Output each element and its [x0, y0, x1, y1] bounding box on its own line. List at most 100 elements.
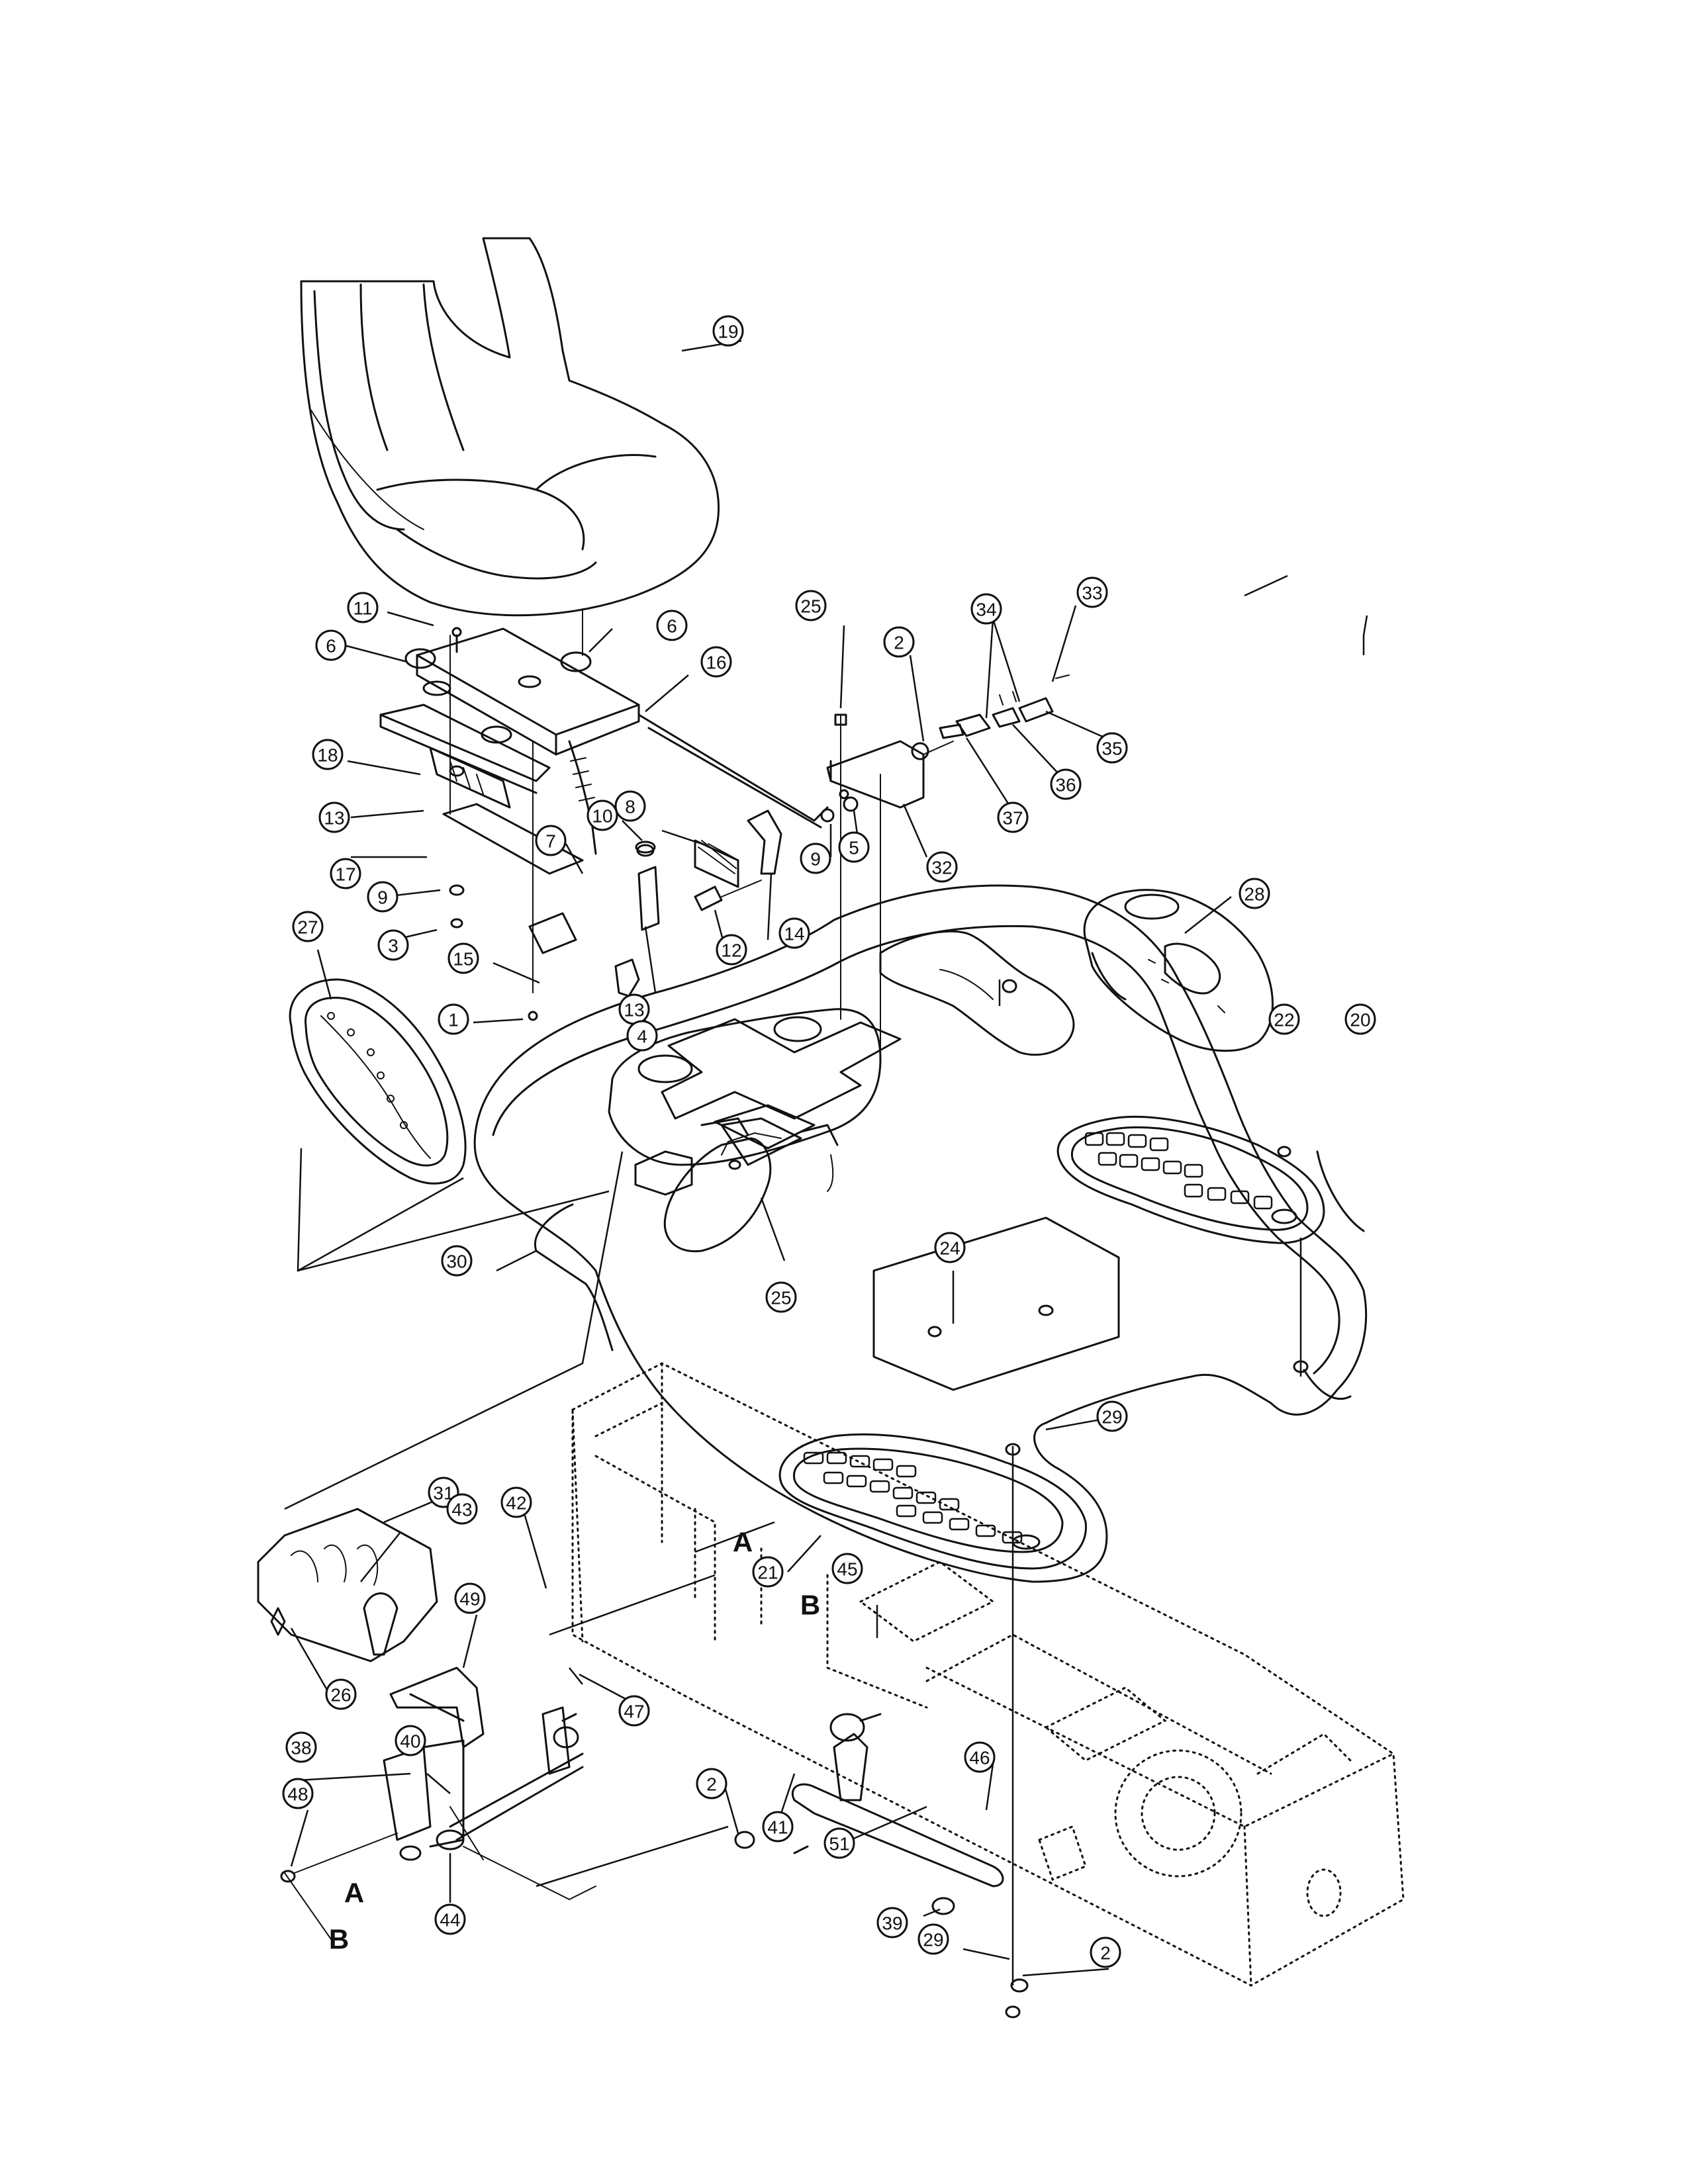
callout-circle	[712, 315, 744, 347]
callout-label: 51	[829, 1834, 849, 1854]
callout-label: 18	[317, 745, 338, 766]
callout-29: 29	[917, 1923, 949, 1955]
callout-25: 25	[765, 1281, 797, 1313]
callout-label: 49	[459, 1589, 480, 1610]
section-letter-a: A	[344, 1878, 364, 1909]
callout-label: 8	[625, 797, 635, 817]
callout-circle	[535, 825, 567, 856]
callout-21: 21	[752, 1556, 784, 1588]
section-letter-a: A	[733, 1527, 753, 1558]
callout-label: 10	[592, 806, 612, 827]
callout-5: 5	[838, 831, 870, 863]
callout-circle	[367, 881, 399, 913]
callout-circle	[1344, 1003, 1376, 1035]
callout-label: 2	[894, 633, 904, 653]
callout-24: 24	[934, 1232, 966, 1263]
callout-label: 12	[721, 940, 741, 961]
callout-circle	[1096, 1400, 1128, 1432]
callout-7: 7	[535, 825, 567, 856]
callout-label: 2	[706, 1774, 717, 1795]
callout-circle	[377, 929, 409, 961]
callout-2: 2	[883, 626, 915, 658]
callout-17: 17	[330, 858, 361, 889]
callout-circle	[441, 1245, 473, 1277]
callout-circle	[917, 1923, 949, 1955]
callout-49: 49	[454, 1582, 486, 1614]
callout-circle	[347, 592, 379, 623]
callout-label: 46	[969, 1748, 990, 1768]
callout-label: 32	[931, 858, 952, 878]
callout-36: 36	[1050, 768, 1082, 800]
callout-37: 37	[997, 801, 1029, 833]
callout-41: 41	[762, 1811, 794, 1843]
callout-circle	[1050, 768, 1082, 800]
footrest-left-pattern	[803, 1451, 1041, 1550]
callout-32: 32	[926, 851, 958, 883]
callout-29: 29	[1096, 1400, 1128, 1432]
callout-circle	[292, 911, 324, 942]
callout-label: 6	[326, 636, 336, 657]
callout-15: 15	[447, 942, 479, 974]
callout-label: 45	[837, 1559, 857, 1580]
callout-circle	[926, 851, 958, 883]
callout-label: 44	[440, 1910, 460, 1931]
callout-44: 44	[434, 1903, 466, 1935]
callout-circle	[315, 629, 347, 661]
callout-circle	[312, 739, 344, 770]
callout-label: 1	[448, 1010, 459, 1030]
callout-label: 13	[324, 808, 344, 829]
callout-40: 40	[395, 1725, 426, 1756]
section-letter-b: B	[800, 1590, 820, 1621]
callout-circle	[883, 626, 915, 658]
callout-2: 2	[696, 1768, 727, 1799]
callout-label: 29	[923, 1930, 943, 1950]
callout-label: 11	[353, 598, 372, 619]
callout-circle	[696, 1768, 727, 1799]
callout-label: 26	[330, 1685, 351, 1706]
callout-circle	[997, 801, 1029, 833]
left-console	[289, 978, 467, 1185]
footrest-right-pattern	[1084, 1132, 1297, 1224]
callout-circle	[618, 1695, 650, 1727]
callout-circle	[765, 1281, 797, 1313]
callout-label: 27	[297, 917, 318, 938]
callout-label: 30	[446, 1251, 467, 1272]
callout-22: 22	[1268, 1003, 1300, 1035]
callout-label: 15	[453, 949, 473, 970]
callout-14: 14	[778, 917, 810, 949]
callout-label: 14	[784, 924, 804, 944]
callout-30: 30	[441, 1245, 473, 1277]
callout-label: 40	[400, 1731, 420, 1752]
callout-8: 8	[614, 790, 646, 822]
callout-label: 29	[1102, 1407, 1122, 1428]
callout-circle	[586, 799, 618, 831]
callout-circle	[716, 934, 747, 966]
callout-6: 6	[315, 629, 347, 661]
callout-label: 42	[506, 1493, 526, 1514]
callout-9: 9	[367, 881, 399, 913]
callout-circle	[285, 1731, 317, 1763]
callout-label: 4	[637, 1026, 647, 1047]
callout-circle	[700, 646, 732, 678]
callout-39: 39	[876, 1907, 908, 1938]
callout-circle	[1096, 732, 1128, 764]
callout-label: 47	[624, 1702, 644, 1722]
callout-label: 28	[1244, 884, 1264, 905]
callout-label: 38	[291, 1738, 311, 1758]
callout-circle	[318, 801, 350, 833]
callout-6: 6	[656, 610, 688, 641]
callout-27: 27	[292, 911, 324, 942]
callout-label: 36	[1055, 775, 1076, 796]
callout-3: 3	[377, 929, 409, 961]
callout-35: 35	[1096, 732, 1128, 764]
callout-label: 33	[1082, 583, 1102, 604]
callout-label: 37	[1002, 808, 1023, 829]
callout-25: 25	[795, 590, 827, 621]
callout-label: 39	[882, 1913, 902, 1934]
callout-label: 6	[667, 616, 677, 637]
hardware-fasteners	[449, 765, 1309, 2019]
fender-body	[473, 884, 1368, 1583]
callout-circle	[447, 942, 479, 974]
